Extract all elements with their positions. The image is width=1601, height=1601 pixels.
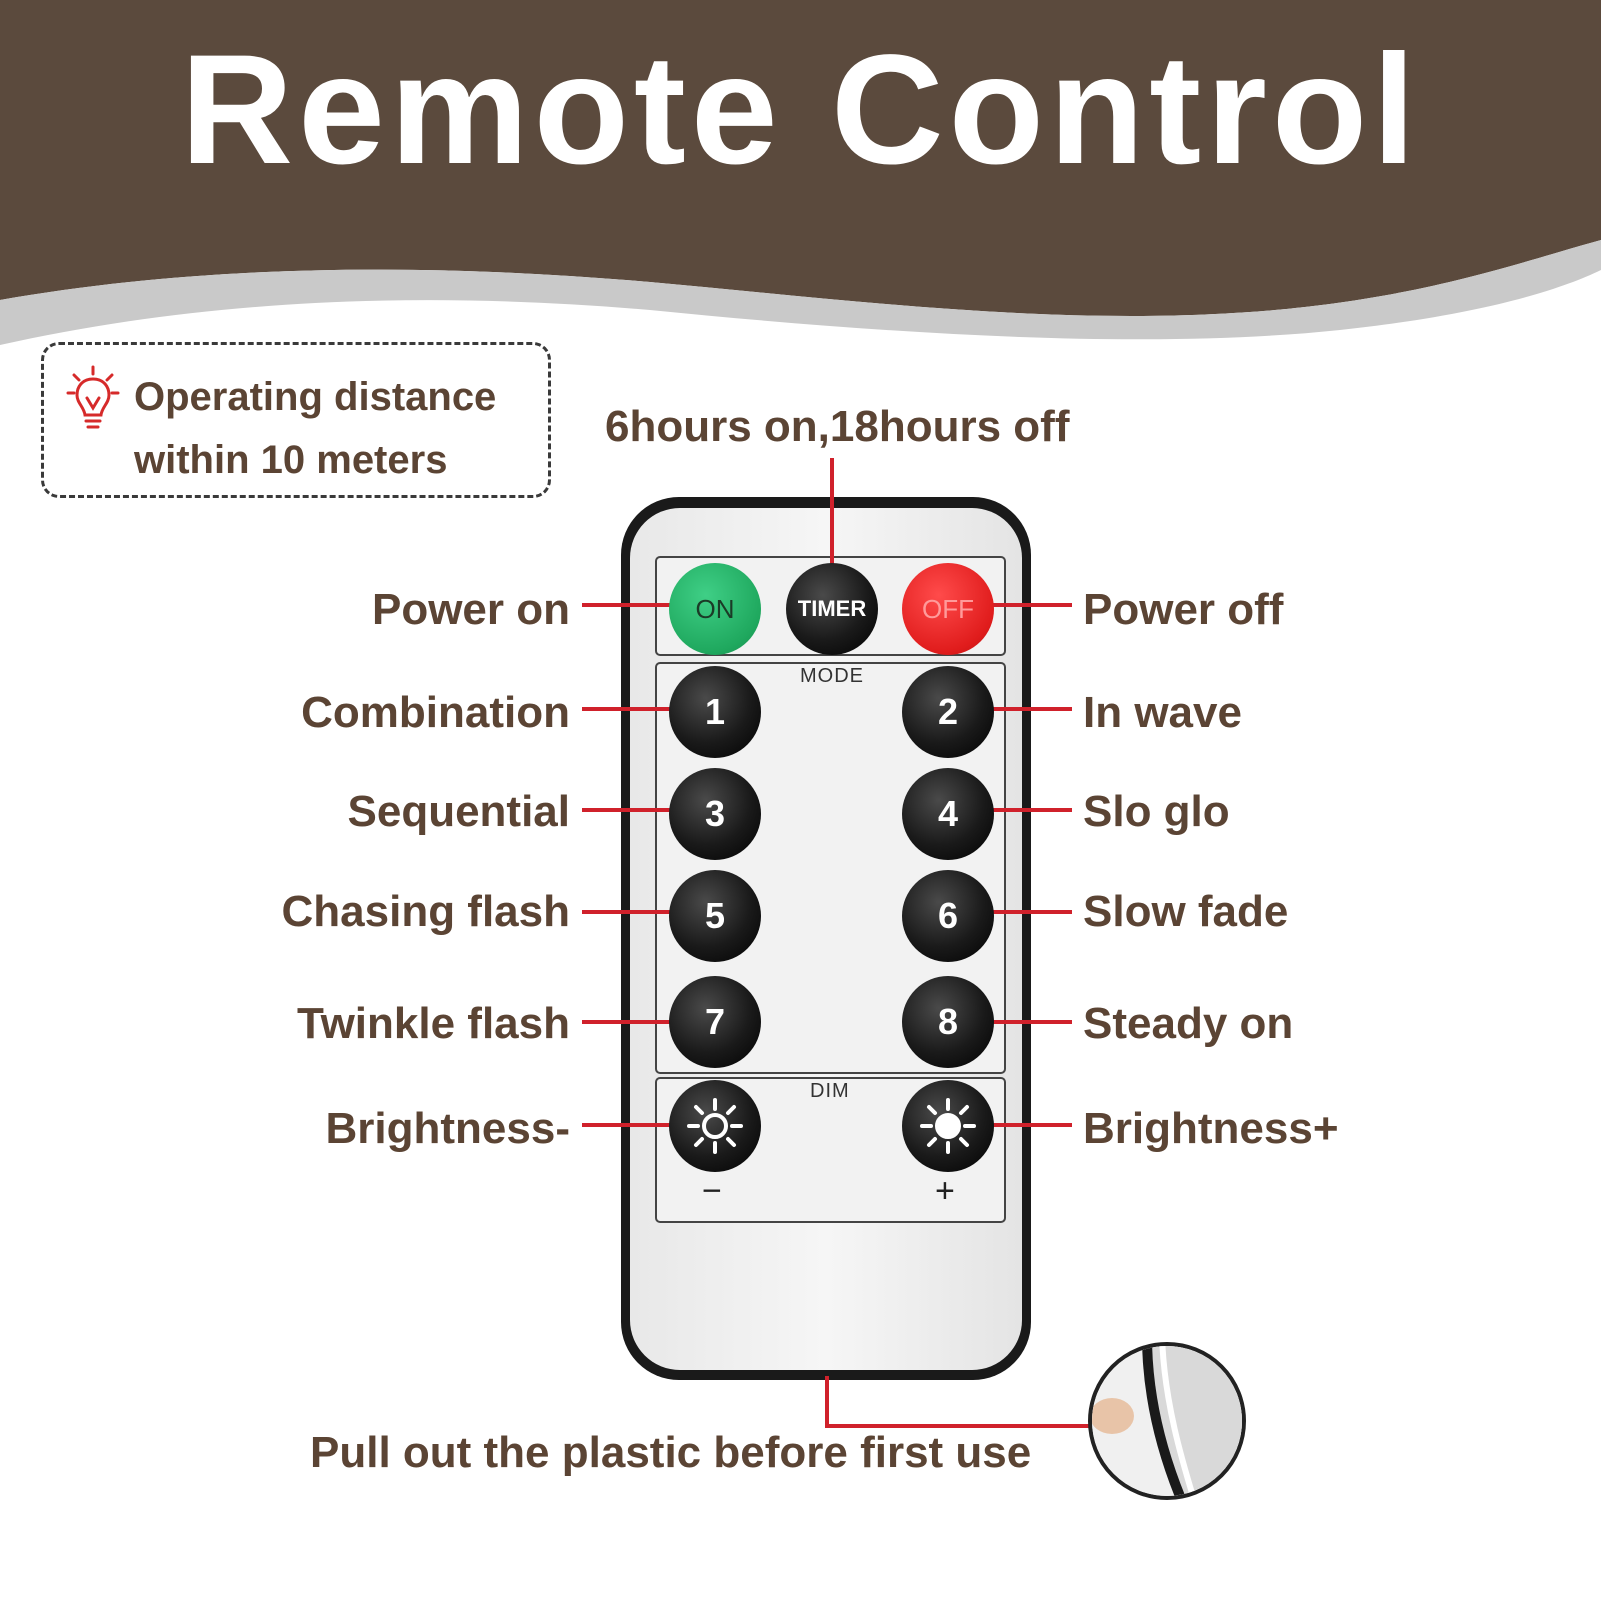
- label-chasing-flash: Chasing flash: [281, 887, 571, 936]
- label-power-on: Power on: [371, 585, 570, 634]
- pull-plastic-note: Pull out the plastic before first use: [310, 1428, 1032, 1477]
- mode-8-button[interactable]: 8: [902, 976, 994, 1068]
- mode-1-button[interactable]: 1: [669, 666, 761, 758]
- label-combination: Combination: [301, 688, 570, 737]
- label-in-wave: In wave: [1083, 688, 1242, 737]
- label-sequential: Sequential: [347, 787, 571, 836]
- operating-distance-box: Operating distance within 10 meters: [41, 342, 551, 498]
- header-band: [0, 0, 1601, 380]
- label-twinkle-flash: Twinkle flash: [296, 999, 570, 1048]
- mode-7-button[interactable]: 7: [669, 976, 761, 1068]
- plus-sign: +: [935, 1172, 955, 1210]
- label-brightness-up: Brightness+: [1083, 1104, 1339, 1153]
- on-button[interactable]: ON: [669, 563, 761, 655]
- operating-distance-text: Operating distance: [134, 375, 497, 419]
- minus-sign: −: [702, 1172, 722, 1210]
- mode-4-button[interactable]: 4: [902, 768, 994, 860]
- operating-distance-range: within 10 meters: [134, 438, 448, 482]
- label-slo-glo: Slo glo: [1083, 787, 1230, 836]
- off-button[interactable]: OFF: [902, 563, 994, 655]
- mode-8-label: 8: [937, 1001, 959, 1042]
- mode-6-label: 6: [937, 895, 959, 936]
- mode-2-button[interactable]: 2: [902, 666, 994, 758]
- sun-filled-icon: [920, 1098, 976, 1154]
- battery-tab-inset: [1088, 1342, 1246, 1500]
- off-button-label: OFF: [922, 593, 974, 624]
- label-power-off: Power off: [1083, 585, 1284, 634]
- battery-tab-illustration: [1092, 1346, 1242, 1496]
- mode-panel: [655, 662, 1006, 1074]
- mode-1-label: 1: [704, 691, 726, 732]
- page-title: Remote Control: [180, 23, 1421, 197]
- label-brightness-down: Brightness-: [325, 1104, 570, 1153]
- mode-2-label: 2: [937, 691, 959, 732]
- mode-3-button[interactable]: 3: [669, 768, 761, 860]
- mode-3-label: 3: [704, 793, 726, 834]
- timer-button[interactable]: TIMER: [786, 563, 878, 655]
- brightness-down-button[interactable]: [669, 1080, 761, 1172]
- header-background: [0, 0, 1601, 316]
- mode-5-button[interactable]: 5: [669, 870, 761, 962]
- label-steady-on: Steady on: [1083, 999, 1294, 1048]
- sun-outline-icon: [687, 1098, 743, 1154]
- dim-label: DIM: [810, 1080, 850, 1102]
- mode-5-label: 5: [704, 895, 726, 936]
- timer-note: 6hours on,18hours off: [605, 402, 1070, 451]
- mode-label: MODE: [800, 665, 864, 687]
- mode-7-label: 7: [704, 1001, 726, 1042]
- brightness-up-button[interactable]: [902, 1080, 994, 1172]
- timer-button-label: TIMER: [797, 596, 867, 621]
- lightbulb-icon: [66, 365, 120, 429]
- header-wave: [0, 240, 1601, 345]
- mode-6-button[interactable]: 6: [902, 870, 994, 962]
- label-slow-fade: Slow fade: [1083, 887, 1289, 936]
- leader-line-pull-tab: [825, 1376, 1092, 1428]
- mode-4-label: 4: [937, 793, 959, 834]
- on-button-label: ON: [695, 593, 735, 624]
